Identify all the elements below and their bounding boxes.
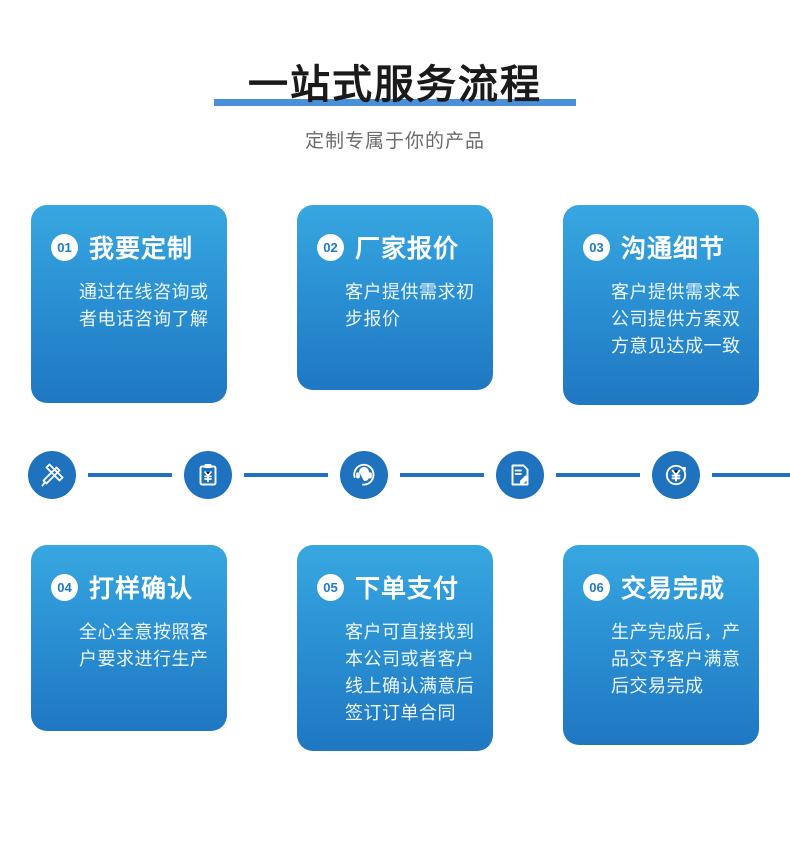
step-title: 下单支付 (355, 575, 460, 603)
step-title: 沟通细节 (621, 235, 726, 263)
step-card-03[interactable]: 03 沟通细节 客户提供需求本公司提供方案双方意见达成一致 (563, 205, 759, 405)
steps-row-bottom: 04 打样确认 全心全意按照客户要求进行生产 05 下单支付 客户可直接找到本公… (0, 545, 790, 751)
title-wrap: 一站式服务流程 (214, 62, 576, 108)
headset-support-icon (340, 451, 388, 499)
icon-item-2 (184, 451, 340, 499)
steps-row-top: 01 我要定制 通过在线咨询或者电话咨询了解 02 厂家报价 客户提供需求初步报… (0, 205, 790, 405)
yuan-payment-icon (652, 451, 700, 499)
icon-item-4 (496, 451, 652, 499)
step-card-header: 05 下单支付 (313, 569, 477, 605)
icon-item-3 (340, 451, 496, 499)
step-card-04[interactable]: 04 打样确认 全心全意按照客户要求进行生产 (31, 545, 227, 731)
step-card-06[interactable]: 06 交易完成 生产完成后，产品交予客户满意后交易完成 (563, 545, 759, 745)
step-number-badge: 06 (583, 573, 610, 601)
step-number-badge: 01 (51, 233, 78, 261)
step-card-header: 06 交易完成 (579, 569, 743, 605)
step-card-02[interactable]: 02 厂家报价 客户提供需求初步报价 (297, 205, 493, 390)
step-number-badge: 04 (51, 573, 78, 601)
page-title: 一站式服务流程 (248, 63, 542, 107)
process-icon-strip (28, 450, 790, 500)
connector-line-4 (556, 473, 640, 477)
connector-line-2 (244, 473, 328, 477)
step-number-badge: 03 (583, 233, 610, 261)
connector-line-1 (88, 473, 172, 477)
step-title: 打样确认 (89, 575, 194, 603)
step-body: 通过在线咨询或者电话咨询了解 (79, 282, 209, 329)
page-header: 一站式服务流程 定制专属于你的产品 (0, 0, 790, 153)
step-body: 客户可直接找到本公司或者客户线上确认满意后签订订单合同 (345, 622, 475, 723)
connector-line-3 (400, 473, 484, 477)
step-title: 交易完成 (621, 575, 726, 603)
step-title: 我要定制 (89, 235, 194, 263)
step-body: 客户提供需求初步报价 (345, 282, 475, 329)
page-subtitle: 定制专属于你的产品 (304, 131, 485, 152)
document-sign-icon (496, 451, 544, 499)
step-card-01[interactable]: 01 我要定制 通过在线咨询或者电话咨询了解 (31, 205, 227, 403)
step-card-header: 01 我要定制 (47, 229, 211, 265)
step-card-header: 04 打样确认 (47, 569, 211, 605)
step-body: 生产完成后，产品交予客户满意后交易完成 (611, 622, 741, 696)
step-number-badge: 05 (317, 573, 344, 601)
step-card-header: 02 厂家报价 (313, 229, 477, 265)
step-title: 厂家报价 (355, 235, 460, 263)
step-number-badge: 02 (317, 233, 344, 261)
title-underline-bar (214, 99, 576, 106)
design-pencil-ruler-icon (28, 451, 76, 499)
icon-item-5 (652, 451, 790, 499)
step-card-05[interactable]: 05 下单支付 客户可直接找到本公司或者客户线上确认满意后签订订单合同 (297, 545, 493, 751)
clipboard-yuan-quote-icon (184, 451, 232, 499)
step-body: 全心全意按照客户要求进行生产 (79, 622, 209, 669)
step-card-header: 03 沟通细节 (579, 229, 743, 265)
connector-line-5 (712, 473, 790, 477)
step-body: 客户提供需求本公司提供方案双方意见达成一致 (611, 282, 741, 356)
icon-item-1 (28, 451, 184, 499)
